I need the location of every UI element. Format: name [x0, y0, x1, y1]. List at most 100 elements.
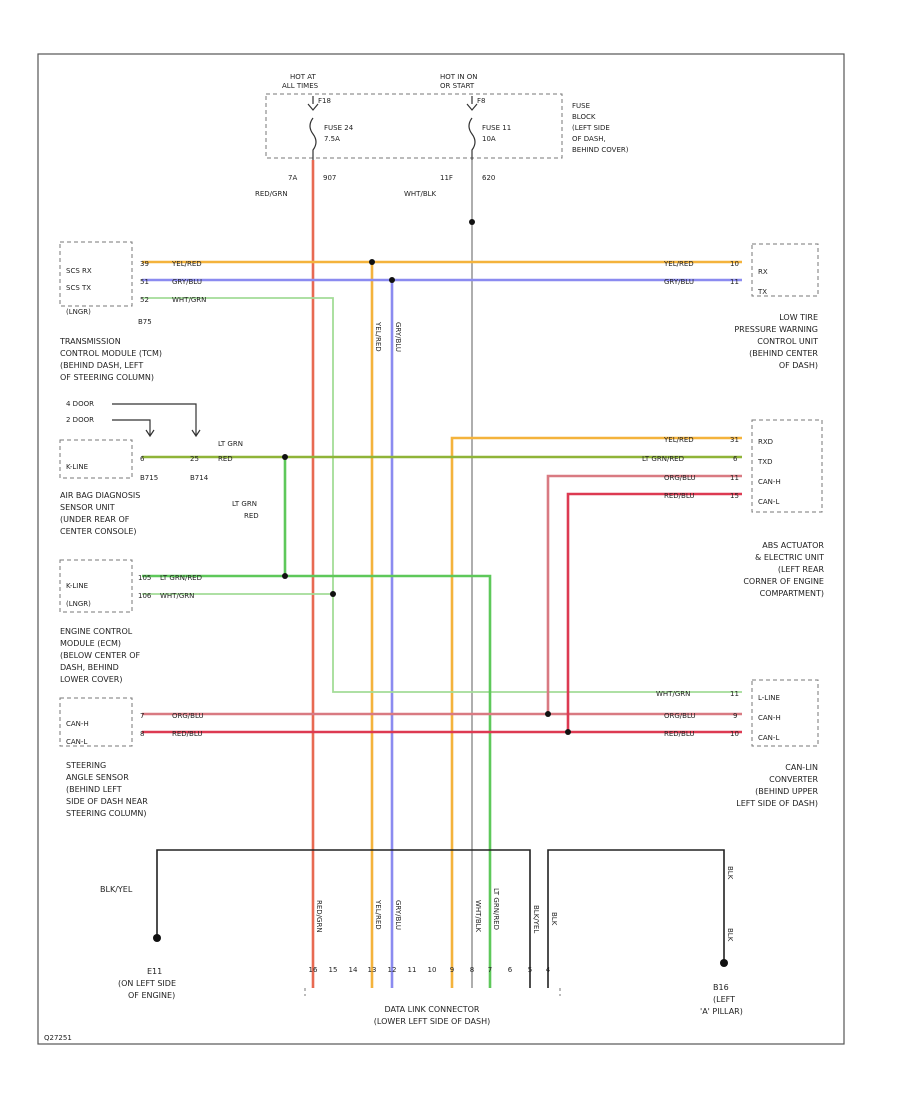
conv-pin-num-11: 11	[730, 690, 739, 698]
svg-text:CONVERTER: CONVERTER	[769, 775, 818, 784]
conv-pin-lline: L-LINE	[758, 694, 780, 702]
fuse-24-name: FUSE 24	[324, 124, 354, 132]
svg-text:STEERING COLUMN): STEERING COLUMN)	[66, 809, 147, 818]
ecm-pin-lngr: (LNGR)	[66, 600, 91, 608]
splice-gry-blu	[389, 277, 395, 283]
tcm-wire-wht-grn: WHT/GRN	[172, 296, 206, 304]
svg-text:OF DASH,: OF DASH,	[572, 135, 606, 143]
fuse-11-icon	[466, 96, 478, 160]
ltp-wire-gry-blu: GRY/BLU	[664, 278, 694, 286]
splice-lt-grn-ecm	[282, 573, 288, 579]
wire-label-620: 620	[482, 174, 495, 182]
svg-text:OF STEERING COLUMN): OF STEERING COLUMN)	[60, 373, 154, 382]
abs-label: ABS ACTUATOR & ELECTRIC UNIT (LEFT REAR …	[743, 541, 824, 598]
sas-wire-org-blu: ORG/BLU	[172, 712, 204, 720]
svg-text:(BEHIND UPPER: (BEHIND UPPER	[755, 787, 818, 796]
door-2: 2 DOOR	[66, 416, 94, 424]
airbag-pin-num-25: 25	[190, 455, 199, 463]
svg-text:11: 11	[408, 966, 417, 974]
hot-label-1: HOT AT	[290, 73, 317, 81]
fuse-11-pin: F8	[477, 97, 485, 105]
abs-pin-rxd: RXD	[758, 438, 773, 446]
fuse-11-name: FUSE 11	[482, 124, 511, 132]
wire-label-red-grn-top: RED/GRN	[255, 190, 288, 198]
door-leader-4	[112, 403, 201, 438]
ltp-label: LOW TIRE PRESSURE WARNING CONTROL UNIT (…	[734, 313, 818, 370]
svg-text:PRESSURE WARNING: PRESSURE WARNING	[734, 325, 818, 334]
sas-pin-num-8: 8	[140, 730, 144, 738]
svg-text:10: 10	[428, 966, 437, 974]
wire-blk-ground	[547, 849, 725, 988]
dlc-wire-wht-blk: WHT/BLK	[474, 900, 482, 933]
tcm-label: TRANSMISSION CONTROL MODULE (TCM) (BEHIN…	[59, 337, 162, 382]
dlc-wire-blk-yel: BLK/YEL	[532, 905, 540, 933]
sas-box	[59, 697, 133, 747]
abs-pin-canh: CAN-H	[758, 478, 781, 486]
tcm-connector: B75	[138, 318, 152, 326]
conv-pin-num-10: 10	[730, 730, 739, 738]
ground-e11-label-2: OF ENGINE)	[128, 991, 175, 1000]
svg-text:(LOWER LEFT SIDE OF DASH): (LOWER LEFT SIDE OF DASH)	[374, 1017, 490, 1026]
airbag-wire-lt-grn: LT GRN	[218, 440, 243, 448]
lt-grn-red-link-label-2: RED	[244, 512, 259, 520]
ground-b16-id: B16	[713, 983, 729, 992]
tcm-wire-yel-red: YEL/RED	[171, 260, 202, 268]
hot-label-2b: OR START	[440, 82, 475, 90]
tcm-pin-num-51: 51	[140, 278, 149, 286]
svg-text:ANGLE SENSOR: ANGLE SENSOR	[66, 773, 129, 782]
airbag-pin-kline: K-LINE	[66, 463, 88, 471]
ltp-pin-rx: RX	[758, 268, 768, 276]
svg-text:SIDE OF DASH NEAR: SIDE OF DASH NEAR	[66, 797, 148, 806]
airbag-conn-b714: B714	[190, 474, 209, 482]
svg-text:9: 9	[450, 966, 454, 974]
sas-pin-canl: CAN-L	[66, 738, 87, 746]
fuse-block-label: FUSE BLOCK (LEFT SIDE OF DASH, BEHIND CO…	[572, 102, 629, 154]
dlc-connector-outline	[304, 988, 561, 996]
svg-text:16: 16	[309, 966, 318, 974]
ground-wire-blk-yel: BLK/YEL	[100, 885, 133, 894]
svg-text:STEERING: STEERING	[66, 761, 106, 770]
svg-text:& ELECTRIC UNIT: & ELECTRIC UNIT	[755, 553, 824, 562]
svg-text:LOWER COVER): LOWER COVER)	[60, 675, 122, 684]
ltp-wire-yel-red: YEL/RED	[663, 260, 694, 268]
ecm-label: ENGINE CONTROL MODULE (ECM) (BELOW CENTE…	[60, 627, 141, 684]
ecm-pin-num-105: 105	[138, 574, 151, 582]
wire-label-7a: 7A	[288, 174, 297, 182]
svg-text:ABS ACTUATOR: ABS ACTUATOR	[762, 541, 824, 550]
svg-text:5: 5	[528, 966, 532, 974]
fuse-11-rating: 10A	[482, 135, 496, 143]
tcm-pin-tx: SCS TX	[66, 284, 91, 292]
fuse-24-pin: F18	[318, 97, 331, 105]
svg-text:(UNDER REAR OF: (UNDER REAR OF	[60, 515, 130, 524]
sas-pin-canh: CAN-H	[66, 720, 89, 728]
svg-text:7: 7	[488, 966, 492, 974]
svg-text:BLOCK: BLOCK	[572, 113, 596, 121]
ecm-wire-lt-grn-red: LT GRN/RED	[160, 574, 202, 582]
hot-label-2: HOT IN ON	[440, 73, 478, 81]
splice-red-blu	[565, 729, 571, 735]
dlc-pin-row: 16 15 14 13 12 11 10 9 8 7 6 5 4	[309, 966, 551, 974]
svg-text:CONTROL MODULE (TCM): CONTROL MODULE (TCM)	[60, 349, 162, 358]
svg-text:LEFT SIDE OF DASH): LEFT SIDE OF DASH)	[736, 799, 818, 808]
conv-wire-red-blu: RED/BLU	[664, 730, 695, 738]
hot-label-1b: ALL TIMES	[282, 82, 319, 90]
conv-pin-num-9: 9	[733, 712, 737, 720]
sas-pin-num-7: 7	[140, 712, 144, 720]
ltp-pin-num-10: 10	[730, 260, 739, 268]
wire-label-907: 907	[323, 174, 336, 182]
svg-text:(BEHIND DASH, LEFT: (BEHIND DASH, LEFT	[60, 361, 143, 370]
splice-wht-blk	[469, 219, 475, 225]
svg-text:15: 15	[329, 966, 338, 974]
door-leader-2	[112, 419, 155, 438]
svg-text:DASH, BEHIND: DASH, BEHIND	[60, 663, 119, 672]
svg-text:COMPARTMENT): COMPARTMENT)	[760, 589, 824, 598]
vertical-label-gry-blu: GRY/BLU	[394, 322, 402, 352]
vertical-label-yel-red: YEL/RED	[374, 321, 382, 352]
svg-text:TRANSMISSION: TRANSMISSION	[59, 337, 121, 346]
wire-label-wht-blk-top: WHT/BLK	[404, 190, 437, 198]
tcm-pin-num-39: 39	[140, 260, 149, 268]
airbag-box	[59, 439, 133, 479]
dlc-label: DATA LINK CONNECTOR (LOWER LEFT SIDE OF …	[374, 1005, 490, 1026]
sas-wire-red-blu: RED/BLU	[172, 730, 203, 738]
airbag-label: AIR BAG DIAGNOSIS SENSOR UNIT (UNDER REA…	[60, 491, 140, 536]
